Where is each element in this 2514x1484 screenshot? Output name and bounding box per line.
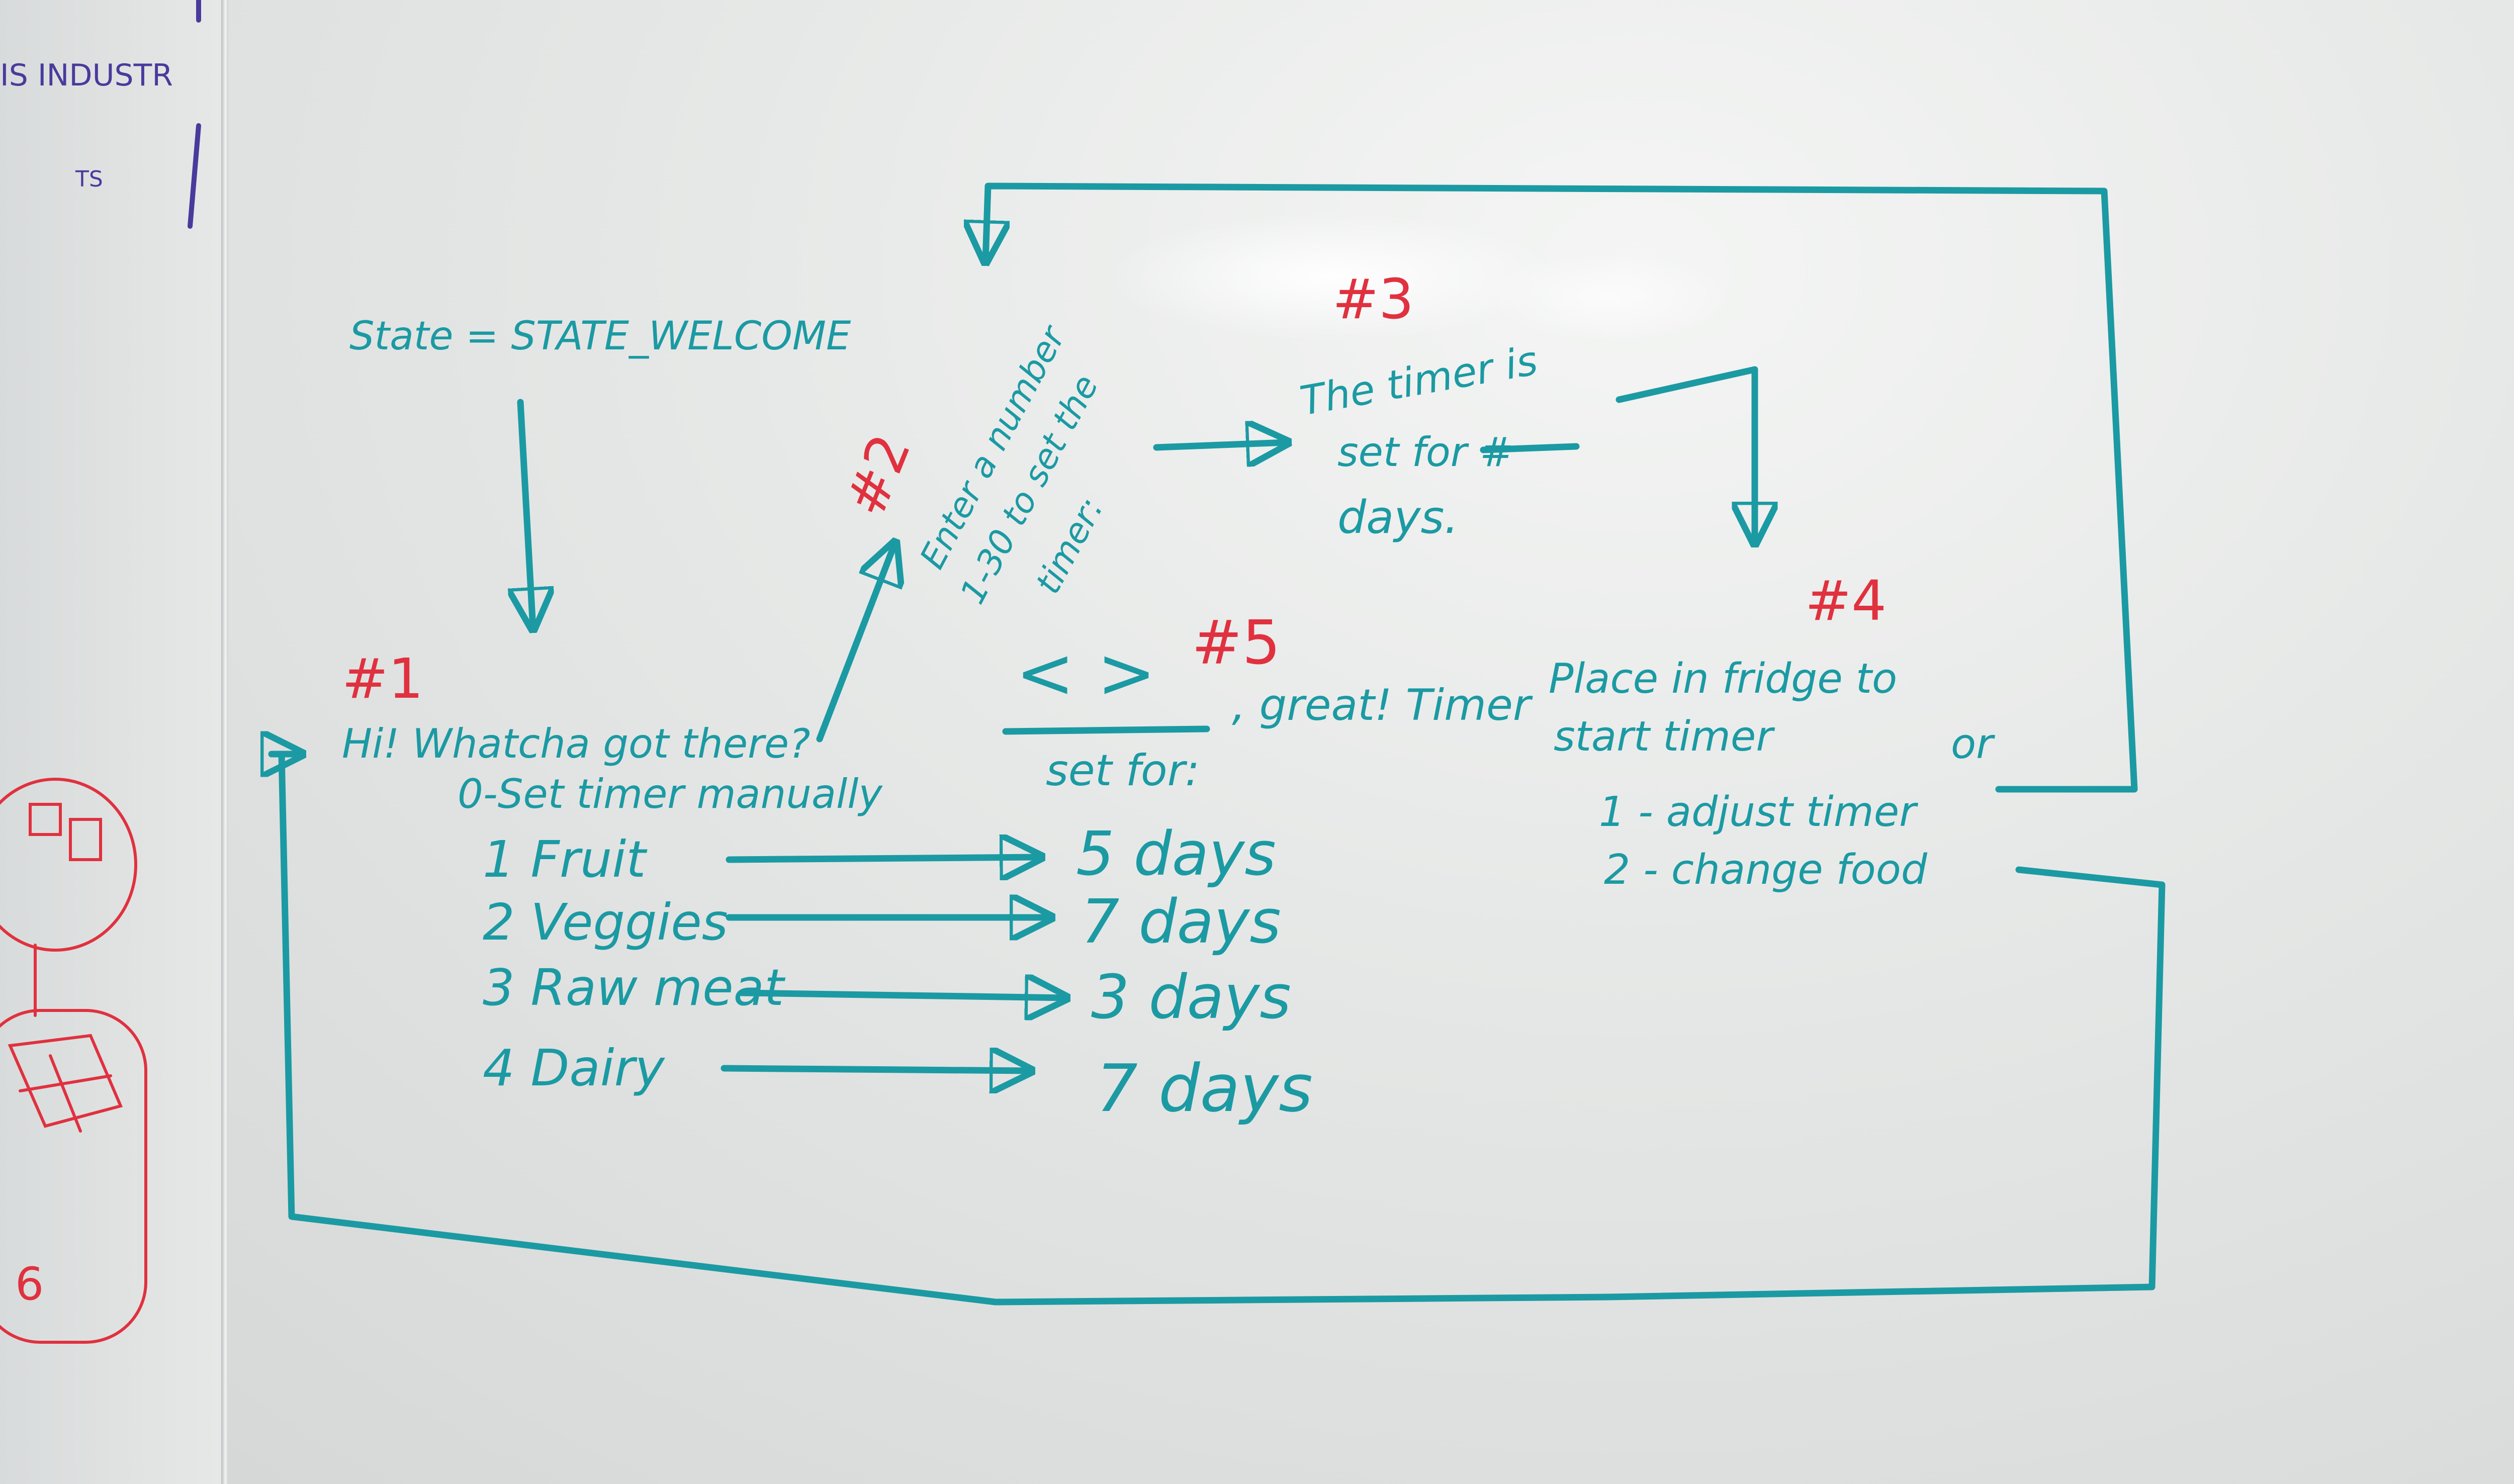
- node-1-tag: #1: [342, 646, 424, 711]
- days-veggies: 7 days: [1081, 887, 1281, 957]
- hash-underline: [1480, 443, 1580, 453]
- node-5-great-timer: , great! Timer: [1232, 680, 1531, 730]
- arrow-rawmeat-days: [738, 993, 1066, 998]
- node-4-or: or: [1951, 720, 1993, 768]
- blank-underline: [1002, 725, 1210, 735]
- sketch-window-b: [69, 818, 102, 861]
- state-label: State = STATE_WELCOME: [349, 314, 851, 359]
- loop-change-food: [278, 751, 2166, 1306]
- node-3-tag: #3: [1332, 267, 1414, 331]
- node-5-set-for: set for:: [1046, 746, 1200, 796]
- arrow-state-to-1: [520, 399, 533, 628]
- node-5-brackets: < >: [1016, 632, 1156, 714]
- sketch-head: [0, 778, 137, 952]
- days-raw-meat: 3 days: [1091, 963, 1291, 1033]
- node-4-line-2: start timer: [1554, 713, 1773, 761]
- arrow-dairy-days: [721, 1068, 1031, 1071]
- node-3-line-2: set for #: [1337, 429, 1514, 476]
- days-dairy: 7 days: [1096, 1050, 1313, 1127]
- arrow-2-to-3: [1153, 442, 1287, 447]
- light-glare-small: [1483, 251, 1735, 342]
- arrow-fruit-days: [726, 857, 1041, 860]
- edge-note-ts: TS: [75, 166, 103, 192]
- option-raw-meat: 3 Raw meat: [483, 958, 784, 1017]
- node-4-line-4: 2 - change food: [1604, 846, 1927, 894]
- sketch-grid: [8, 1034, 123, 1133]
- node-5-tag: #5: [1192, 608, 1281, 678]
- node-1-option0: 0-Set timer manually: [458, 771, 882, 817]
- left-board-panel: [0, 0, 221, 1484]
- board-seam: [221, 0, 228, 1484]
- sketch-window-a: [29, 803, 62, 836]
- node-1-greeting: Hi! Whatcha got there?: [342, 720, 811, 767]
- edge-note-industry: IS INDUSTR: [0, 58, 173, 93]
- option-veggies: 2 Veggies: [483, 893, 728, 952]
- node-4-line-3: 1 - adjust timer: [1599, 788, 1916, 836]
- light-glare: [1106, 211, 1559, 342]
- node-3-line-3: days.: [1337, 491, 1459, 544]
- sketch-number: 6: [15, 1258, 44, 1311]
- node-4-line-1: Place in fridge to: [1549, 655, 1898, 703]
- loop-adjust-timer: [985, 182, 2138, 793]
- purple-mark-mid: [188, 123, 201, 229]
- sketch-body: [0, 1009, 147, 1344]
- option-fruit: 1 Fruit: [483, 830, 646, 889]
- arrow-1-to-2: [816, 543, 895, 743]
- node-4-tag: #4: [1805, 569, 1887, 633]
- arrow-3-to-4: [1615, 366, 1755, 543]
- days-fruit: 5 days: [1076, 819, 1276, 889]
- option-dairy: 4 Dairy: [483, 1039, 665, 1097]
